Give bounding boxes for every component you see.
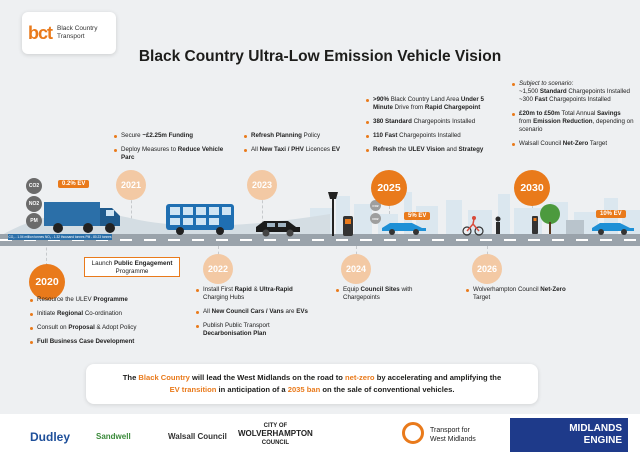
launch-public-engagement-box: Launch Public Engagement Programme	[84, 257, 180, 277]
no2-bubble-small: NO2	[370, 213, 381, 224]
milestone-item: Consult on Proposal & Adopt Policy	[30, 324, 170, 332]
milestones-2026: Wolverhampton Council Net-Zero Target	[466, 286, 566, 308]
milestone-item: Publish Public Transport Decarbonisation…	[196, 322, 316, 338]
milestone-item: Resource the ULEV Programme	[30, 296, 170, 304]
timeline-connector	[262, 190, 263, 234]
year-2026-marker: 2026	[472, 254, 502, 284]
no2-stat: NO₂ - 1.32 thousand tonnes	[44, 235, 85, 239]
milestones-2020: Resource the ULEV Programme Initiate Reg…	[30, 296, 170, 352]
tfwm-logo-mark	[402, 422, 424, 444]
vision-statement: The Black Country will lead the West Mid…	[86, 364, 538, 404]
sandwell-logo: Sandwell	[96, 432, 131, 441]
milestones-2021: Secure ~£2.25m Funding Deploy Measures t…	[114, 132, 224, 168]
year-2022-marker: 2022	[203, 254, 233, 284]
milestone-item: Subject to scenario: ~1,500 Standard Cha…	[512, 80, 634, 104]
milestone-item: Initiate Regional Co-ordination	[30, 310, 170, 318]
co2-bubble-small: CO2	[370, 200, 381, 211]
year-2023-marker: 2023	[247, 170, 277, 200]
truck-illustration	[44, 202, 120, 233]
pm-bubble: PM	[26, 213, 42, 229]
milestone-item: 110 Fast Chargepoints Installed	[366, 132, 498, 140]
milestone-item: Walsall Council Net-Zero Target	[512, 140, 634, 148]
milestones-2030: Subject to scenario: ~1,500 Standard Cha…	[512, 80, 634, 154]
cyclist-and-pedestrian-illustration	[462, 216, 501, 236]
year-2030-marker: 2030	[514, 170, 550, 206]
milestone-item: Refresh Planning Policy	[244, 132, 354, 140]
milestone-item: Secure ~£2.25m Funding	[114, 132, 224, 140]
ev-share-badge-2030: 10% EV	[596, 210, 626, 218]
milestone-item: Wolverhampton Council Net-Zero Target	[466, 286, 566, 302]
milestone-item: All New Taxi / PHV Licences EV	[244, 146, 354, 154]
year-2024-marker: 2024	[341, 254, 371, 284]
no2-bubble: NO2	[26, 196, 42, 212]
milestones-2025: >90% Black Country Land Area Under 5 Min…	[366, 96, 498, 160]
ev-car-illustration-2030	[592, 223, 634, 235]
milestone-item: £20m to £50m Total Annual Savings from E…	[512, 110, 634, 134]
milestones-2023: Refresh Planning Policy All New Taxi / P…	[244, 132, 354, 160]
milestones-2022: Install First Rapid & Ultra-Rapid Chargi…	[196, 286, 316, 344]
emission-stats-bar: CO₂ - 1.04 million tonnes NO₂ - 1.32 tho…	[8, 234, 112, 240]
bus-illustration	[166, 204, 234, 235]
walsall-council-logo: Walsall Council	[168, 432, 227, 441]
bct-logo-mark: bct	[28, 22, 53, 43]
pm-stat: PM - 80.23 tonnes	[85, 235, 112, 239]
trees-and-chargers-illustration	[532, 204, 584, 234]
milestones-2024: Equip Council Sites with Chargepoints	[336, 286, 446, 308]
milestone-item: >90% Black Country Land Area Under 5 Min…	[366, 96, 498, 112]
pollution-bubbles-2025: CO2 NO2	[370, 200, 381, 224]
dudley-logo: Dudley	[30, 430, 71, 444]
milestone-item: Full Business Case Development	[30, 338, 170, 346]
page-title: Black Country Ultra-Low Emission Vehicle…	[138, 48, 502, 65]
ev-car-illustration	[382, 223, 426, 235]
year-2020-marker: 2020	[29, 264, 65, 300]
year-2025-marker: 2025	[371, 170, 407, 206]
co2-bubble: CO2	[26, 178, 42, 194]
street-lamp-illustration	[328, 192, 338, 236]
milestone-item: Install First Rapid & Ultra-Rapid Chargi…	[196, 286, 316, 302]
milestone-item: Equip Council Sites with Chargepoints	[336, 286, 446, 302]
timeline-connector	[131, 190, 132, 234]
taxi-illustration	[256, 221, 300, 237]
road-markings	[0, 239, 640, 241]
milestone-item: Deploy Measures to Reduce Vehicle Parc	[114, 146, 224, 162]
chargepoint-icon	[343, 216, 353, 236]
milestone-item: 380 Standard Chargepoints Installed	[366, 118, 498, 126]
milestone-item: Refresh the ULEV Vision and Strategy	[366, 146, 498, 154]
co2-stat: CO₂ - 1.04 million tonnes	[8, 235, 44, 239]
milestone-item: All New Council Cars / Vans are EVs	[196, 308, 316, 316]
ev-share-badge-2025: 5% EV	[404, 212, 431, 220]
year-2021-marker: 2021	[116, 170, 146, 200]
ev-share-badge-2020: 0.2% EV	[58, 180, 90, 188]
